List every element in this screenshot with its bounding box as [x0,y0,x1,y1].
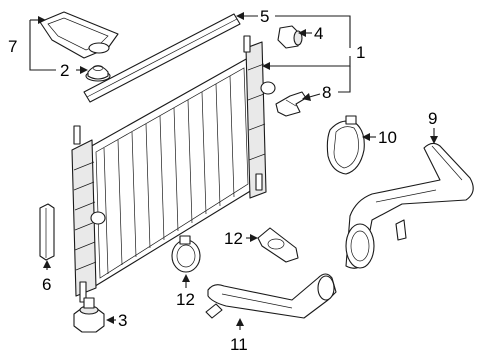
callout-12-left: 12 [176,290,195,309]
callout-9: 9 [428,109,437,128]
callout-5: 5 [260,7,269,26]
callout-10: 10 [378,128,397,147]
callout-12-right: 12 [224,229,243,248]
foam-block-part-6 [39,203,55,261]
drain-plug-part-3 [73,297,105,333]
callout-7: 7 [8,37,17,56]
leader-lines [29,12,438,330]
callout-6: 6 [42,275,51,294]
callout-1: 1 [356,43,365,62]
clamp-part-12-left [171,235,201,273]
seal-strip-part-5 [83,13,241,103]
bracket-part-8 [275,91,307,117]
callout-11: 11 [230,335,248,354]
clamp-part-12-right [257,227,299,263]
callout-3: 3 [118,311,127,330]
gasket-part-7 [39,11,119,59]
callout-8: 8 [322,83,331,102]
callout-2: 2 [60,61,69,80]
lower-hose-part-11 [205,273,337,319]
upper-hose-part-9 [345,142,474,269]
callout-4: 4 [314,24,323,43]
cap-part-4 [277,25,303,49]
grommet-part-2 [85,65,111,82]
clamp-part-10 [326,115,365,175]
radiator-part-1 [71,35,276,303]
